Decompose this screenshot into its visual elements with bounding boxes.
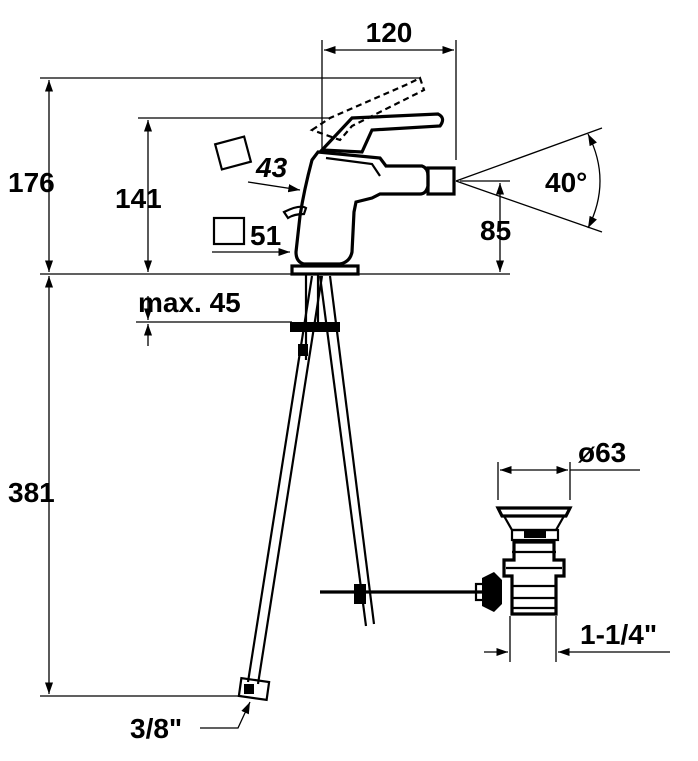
pop-up-rod [320, 584, 482, 604]
lever-angle-51: 51 [212, 216, 290, 257]
drain-assembly [474, 506, 573, 616]
dim-141-label: 141 [115, 183, 162, 214]
lever-angle-43: 43 [213, 135, 301, 193]
angle-51-label: 51 [250, 220, 281, 251]
thread-3-8-label: 3/8" [130, 713, 182, 744]
dim-3-8: 3/8" [130, 701, 251, 744]
spray-angle: 40° [455, 127, 603, 233]
dim-141: 141 [115, 117, 330, 272]
dim-1-1-4: 1-1/4" [484, 616, 670, 662]
dim-d63: ø63 [497, 437, 640, 500]
dim-381-label: 381 [8, 477, 55, 508]
dim-120: 120 [321, 17, 457, 160]
dim-120-label: 120 [366, 17, 413, 48]
dim-85-label: 85 [480, 215, 511, 246]
angle-43-label: 43 [255, 152, 288, 183]
thread-1-1-4-label: 1-1/4" [580, 619, 657, 650]
dim-176-label: 176 [8, 167, 55, 198]
dim-176: 176 [8, 77, 420, 272]
faucet-body [282, 76, 456, 276]
dim-381: 381 [8, 276, 242, 697]
supply-hose [237, 275, 376, 702]
angle-40-label: 40° [545, 167, 587, 198]
dim-85: 85 [460, 180, 511, 272]
diameter-63-label: ø63 [578, 437, 626, 468]
max-45-label: max. 45 [138, 287, 241, 318]
dim-max-45: max. 45 [136, 287, 292, 346]
